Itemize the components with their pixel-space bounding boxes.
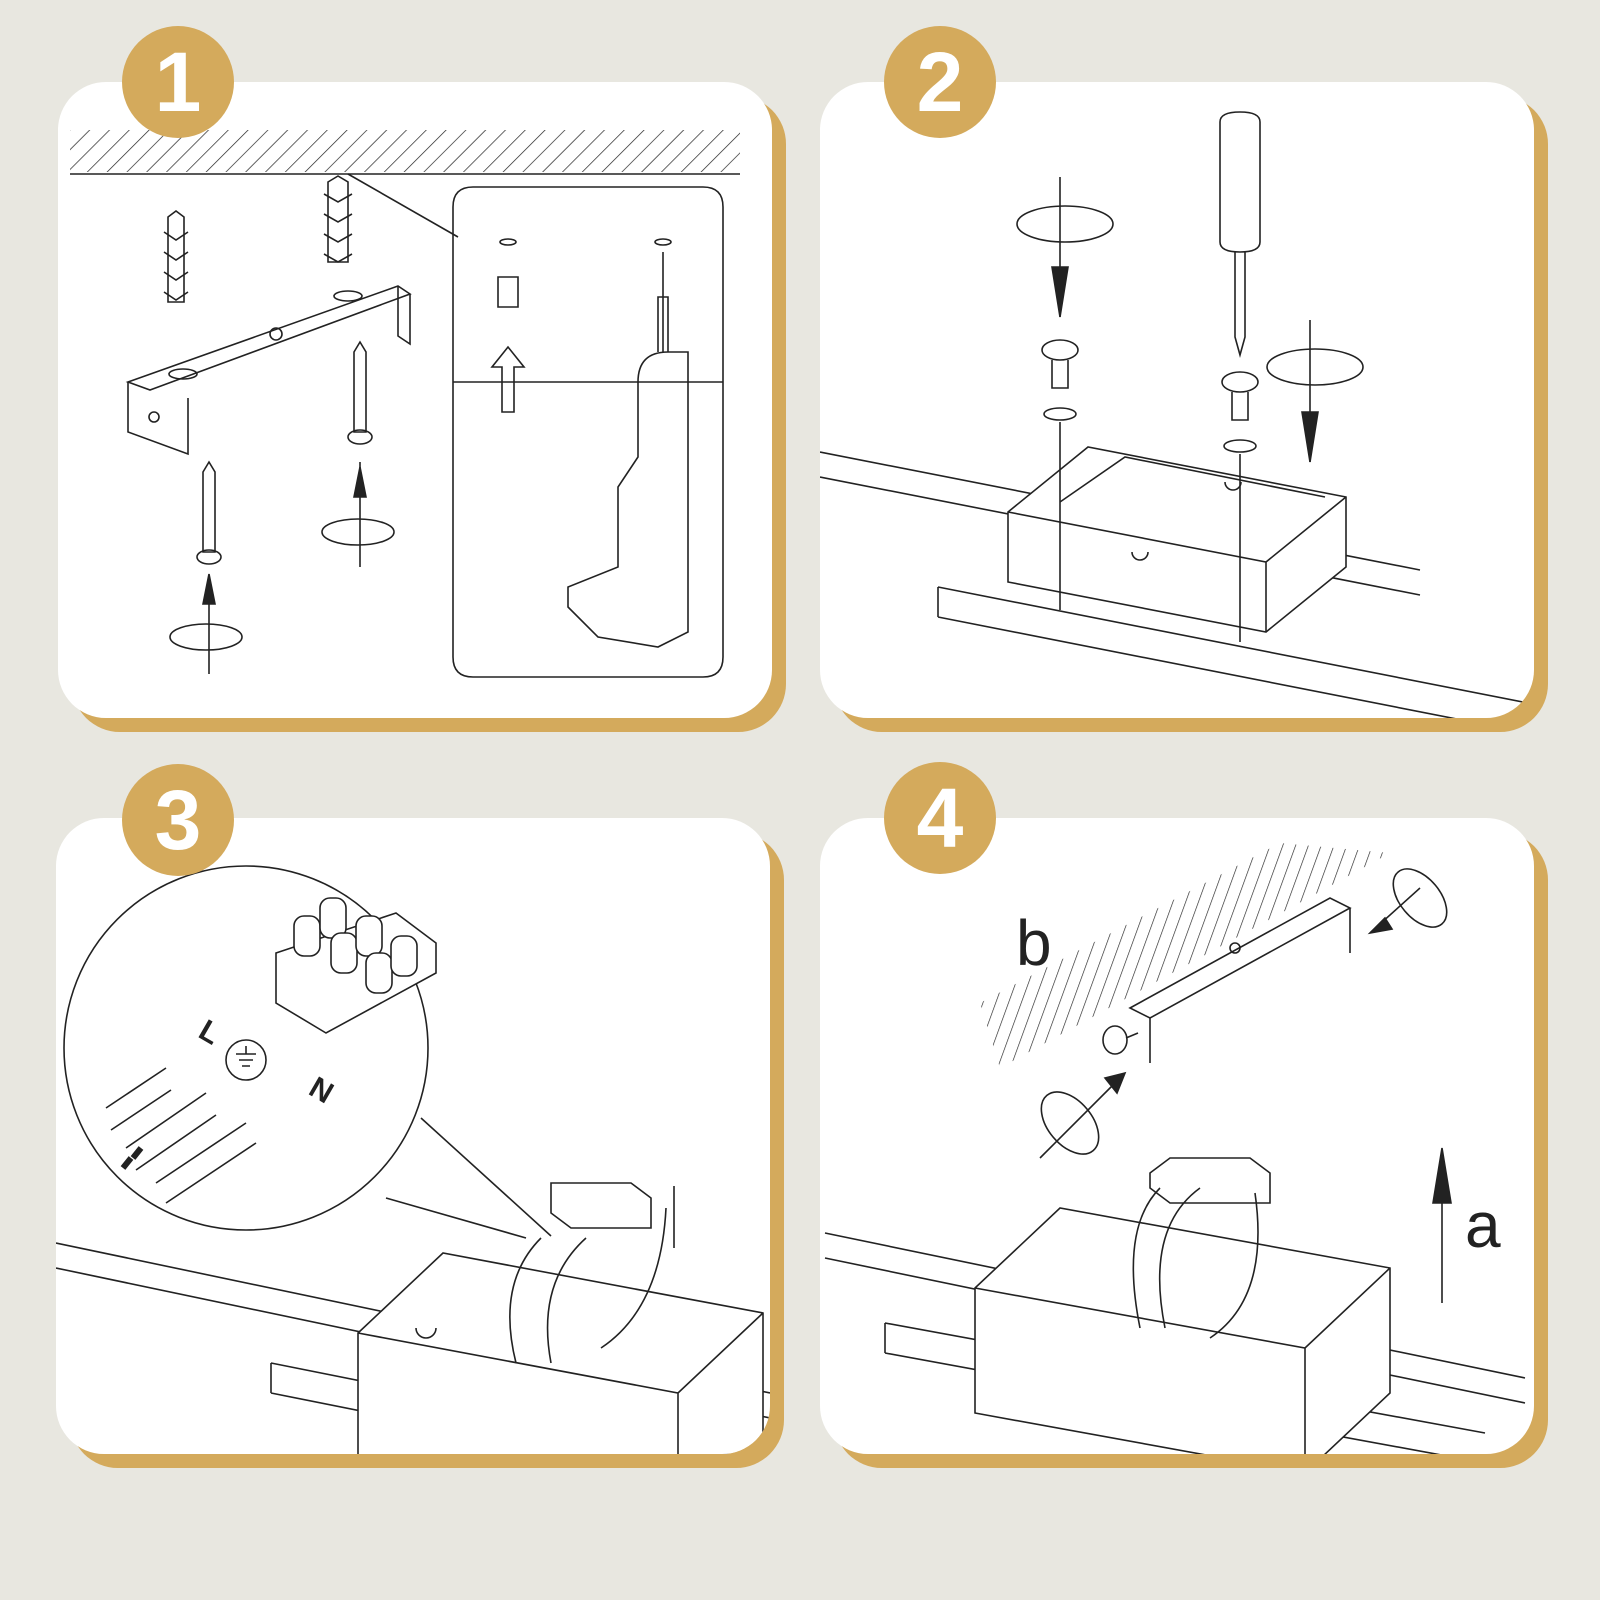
screw-icon <box>1102 1025 1139 1055</box>
junction-box-icon <box>974 1207 1391 1454</box>
screw-icon <box>1221 371 1259 642</box>
step-number-badge: 1 <box>122 26 234 138</box>
screw-icon <box>1041 339 1079 610</box>
step-number-badge: 4 <box>884 762 996 874</box>
step-3-illustration <box>56 818 770 1454</box>
step-2-illustration <box>820 82 1534 718</box>
step-1-illustration <box>58 82 772 718</box>
step-4-illustration <box>820 818 1534 1454</box>
connector-block-icon <box>550 1182 675 1248</box>
rotate-arrow-icon <box>1367 868 1448 935</box>
label-b: b <box>1016 907 1052 979</box>
mounting-bracket-icon <box>1128 897 1352 1063</box>
terminal-block-icon <box>275 897 437 1034</box>
rotate-arrow-icon <box>321 462 395 567</box>
up-arrow-icon <box>1432 1147 1452 1303</box>
screw-icon <box>196 460 222 565</box>
screw-icon <box>347 340 373 445</box>
wall-plug-icon <box>163 210 189 303</box>
rotate-arrow-icon <box>169 573 243 674</box>
wall-plug-icon <box>323 175 353 263</box>
ceiling-hatch <box>980 843 1390 1068</box>
junction-box-icon <box>357 1252 764 1454</box>
step-4-panel: b a 4 <box>820 762 1548 1468</box>
mounting-bracket-icon <box>125 285 412 456</box>
wires-icon <box>1132 1187 1259 1339</box>
cable-icon <box>105 1067 257 1204</box>
ground-symbol-icon <box>225 1039 267 1081</box>
step-1-panel: 1 <box>58 26 786 732</box>
step-number-badge: 2 <box>884 26 996 138</box>
magnifier-callout <box>63 865 552 1239</box>
junction-box-icon <box>1007 446 1347 633</box>
drill-detail-callout <box>347 173 724 678</box>
step-2-panel: 2 <box>820 26 1548 732</box>
rotate-arrow-icon <box>1266 320 1364 463</box>
connector-block-icon <box>1149 1157 1271 1204</box>
step-number-badge: 3 <box>122 764 234 876</box>
wires-icon <box>509 1207 667 1364</box>
rotate-arrow-icon <box>1039 1071 1127 1159</box>
rotate-arrow-icon <box>1016 177 1114 318</box>
step-3-panel: L N 3 <box>56 764 784 1468</box>
screwdriver-icon <box>1219 111 1261 358</box>
label-a: a <box>1465 1189 1501 1261</box>
